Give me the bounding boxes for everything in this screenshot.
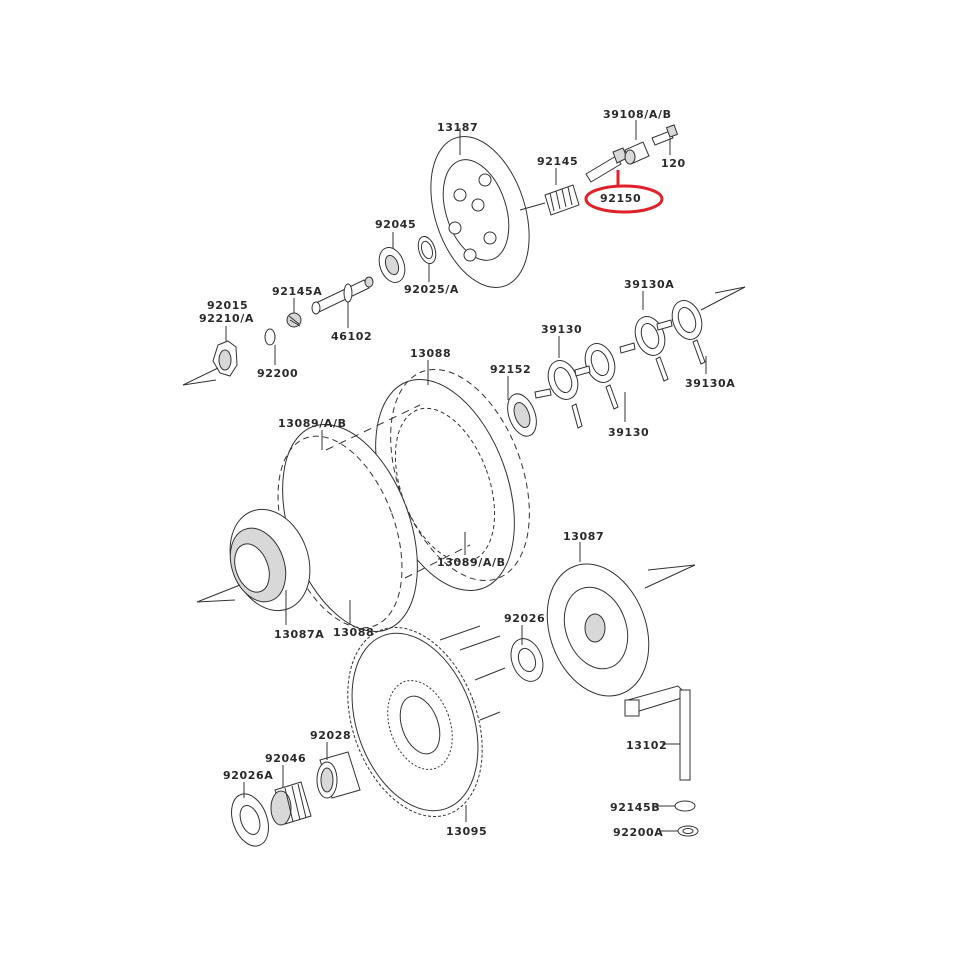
label-92145B[interactable]: 92145B <box>610 801 661 814</box>
label-13102[interactable]: 13102 <box>626 739 668 752</box>
washer-92200A[interactable] <box>660 825 699 837</box>
label-39108[interactable]: 39108/A/B <box>603 108 672 121</box>
washer-92026A[interactable] <box>225 782 275 851</box>
clutch-hub-13087A[interactable] <box>196 498 323 625</box>
washer-92025[interactable] <box>415 234 439 282</box>
lock-plates-39130[interactable] <box>534 286 746 429</box>
label-92026[interactable]: 92026 <box>504 612 546 625</box>
label-92150[interactable]: 92150 <box>600 192 642 205</box>
label-13095[interactable]: 13095 <box>446 825 488 838</box>
label-92015[interactable]: 92015 <box>207 299 249 312</box>
label-92026A[interactable]: 92026A <box>223 769 274 782</box>
label-92046[interactable]: 92046 <box>265 752 307 765</box>
label-92200[interactable]: 92200 <box>257 367 299 380</box>
washer-92200[interactable] <box>264 328 276 365</box>
nut-92015[interactable] <box>182 326 238 386</box>
washer-92026[interactable] <box>505 625 548 686</box>
bearing-92045[interactable] <box>375 232 410 286</box>
bolt-120[interactable] <box>651 124 679 155</box>
spring-92145B[interactable] <box>655 800 696 812</box>
bearing-92152[interactable] <box>502 376 541 440</box>
label-13089-right[interactable]: 13089/A/B <box>437 556 506 569</box>
bushing-92028[interactable] <box>316 742 361 799</box>
needle-bearing-92046[interactable] <box>270 765 312 826</box>
label-13087A[interactable]: 13087A <box>274 628 325 641</box>
label-39130A-top[interactable]: 39130A <box>624 278 675 291</box>
label-92145A[interactable]: 92145A <box>272 285 323 298</box>
pressure-plate-13187[interactable] <box>413 124 547 300</box>
label-46102[interactable]: 46102 <box>331 330 373 343</box>
label-92200A[interactable]: 92200A <box>613 826 664 839</box>
label-92025[interactable]: 92025/A <box>404 283 459 296</box>
label-13088-top[interactable]: 13088 <box>410 347 452 360</box>
label-92152[interactable]: 92152 <box>490 363 532 376</box>
label-39130-bottom[interactable]: 39130 <box>608 426 650 439</box>
label-39130-top[interactable]: 39130 <box>541 323 583 336</box>
label-39130A-right[interactable]: 39130A <box>685 377 736 390</box>
bolt-92150[interactable] <box>584 147 664 214</box>
push-rod-46102[interactable] <box>311 276 374 328</box>
spring-92145A[interactable] <box>286 298 302 328</box>
label-13187[interactable]: 13187 <box>437 121 479 134</box>
spring-92145[interactable] <box>519 168 580 216</box>
highlight-circle <box>584 184 664 214</box>
label-13089-left[interactable]: 13089/A/B <box>278 417 347 430</box>
label-92028[interactable]: 92028 <box>310 729 352 742</box>
label-92145[interactable]: 92145 <box>537 155 579 168</box>
label-92045[interactable]: 92045 <box>375 218 417 231</box>
label-120[interactable]: 120 <box>661 157 686 170</box>
label-13087[interactable]: 13087 <box>563 530 605 543</box>
label-92210[interactable]: 92210/A <box>199 312 254 325</box>
clutch-housing-gear-13095[interactable] <box>323 609 507 836</box>
clutch-plates-13088-13089[interactable] <box>254 350 556 650</box>
label-13088-bottom[interactable]: 13088 <box>333 626 375 639</box>
release-shaft-13102[interactable] <box>624 685 691 781</box>
plate-13087[interactable] <box>530 542 696 710</box>
collar-39108[interactable] <box>624 120 650 165</box>
